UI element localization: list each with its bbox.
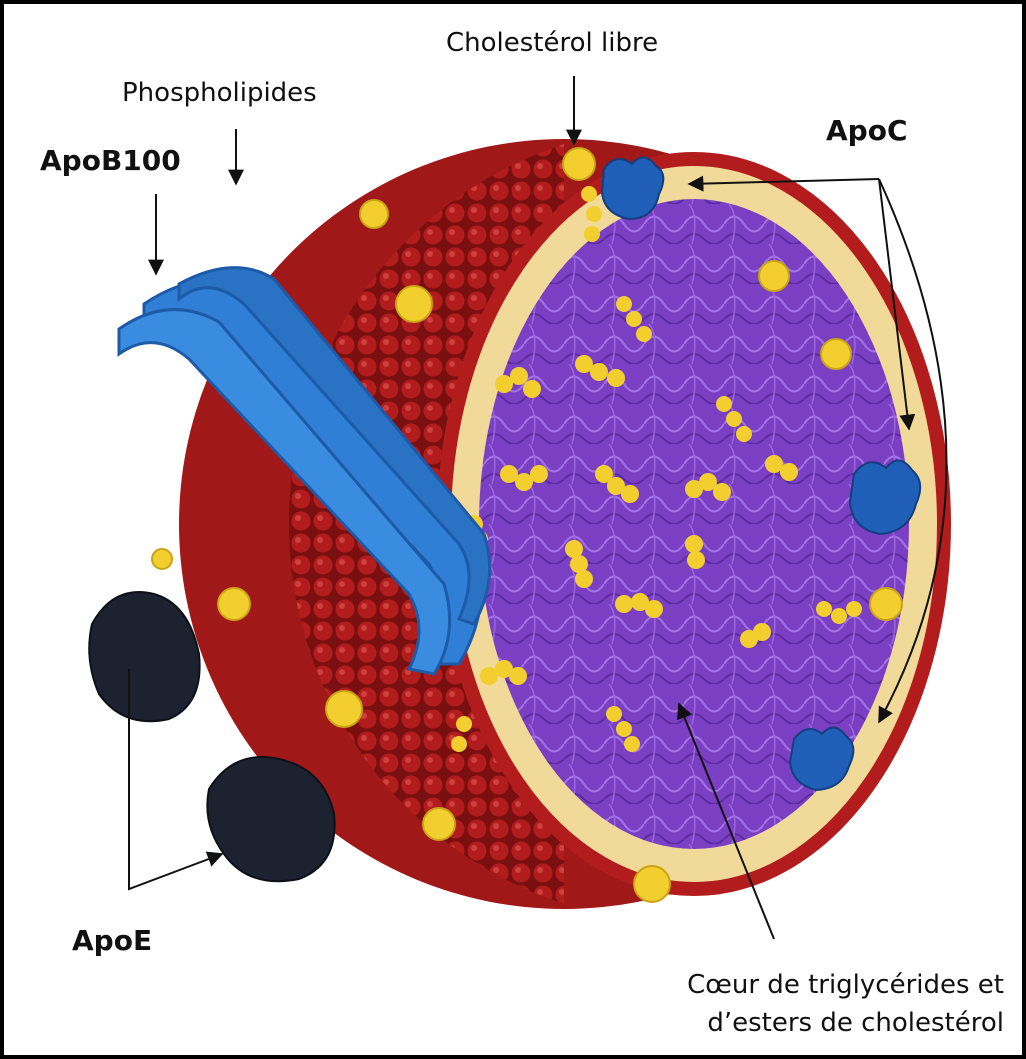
label-core-line1: Cœur de triglycérides et — [687, 966, 1004, 1004]
label-phospholipides: Phospholipides — [122, 78, 317, 108]
cholesterol-sphere — [821, 339, 851, 369]
cholesterol-sphere — [563, 148, 595, 180]
label-apoe: ApoE — [72, 924, 152, 957]
cholesterol-sphere — [870, 588, 902, 620]
cholesterol-sphere — [423, 808, 455, 840]
apoe-protein — [89, 592, 199, 721]
cholesterol-sphere — [360, 200, 388, 228]
label-core-line2: d’esters de cholestérol — [687, 1004, 1004, 1042]
lipoprotein-particle — [89, 139, 949, 909]
cholesterol-sphere — [396, 286, 432, 322]
cholesterol-sphere — [218, 588, 250, 620]
label-apob100: ApoB100 — [40, 144, 181, 177]
cholesterol-sphere — [152, 549, 172, 569]
label-cholesterol-libre: Cholestérol libre — [446, 28, 658, 58]
cholesterol-sphere — [326, 691, 362, 727]
cholesterol-sphere — [634, 866, 670, 902]
label-core: Cœur de triglycérides et d’esters de cho… — [687, 966, 1004, 1042]
cholesterol-sphere — [759, 261, 789, 291]
label-apoc: ApoC — [826, 114, 908, 147]
